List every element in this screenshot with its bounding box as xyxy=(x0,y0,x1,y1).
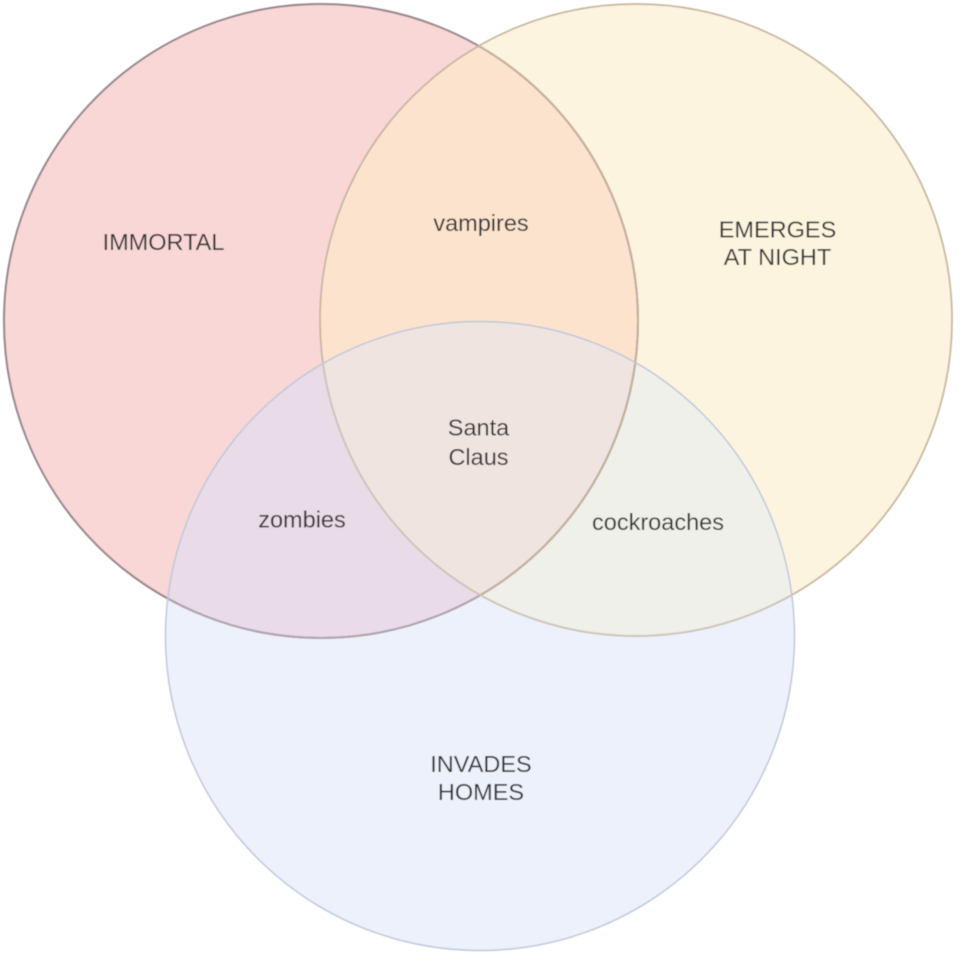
svg-text:EMERGES: EMERGES xyxy=(719,217,837,243)
svg-text:IMMORTAL: IMMORTAL xyxy=(103,229,225,255)
svg-text:INVADES: INVADES xyxy=(430,751,531,777)
svg-text:AT NIGHT: AT NIGHT xyxy=(724,244,832,270)
svg-text:Santa: Santa xyxy=(448,415,510,441)
svg-text:cockroaches: cockroaches xyxy=(592,509,724,535)
svg-text:vampires: vampires xyxy=(433,210,528,236)
svg-text:zombies: zombies xyxy=(258,507,346,533)
svg-text:HOMES: HOMES xyxy=(438,779,524,805)
svg-text:Claus: Claus xyxy=(448,444,508,470)
